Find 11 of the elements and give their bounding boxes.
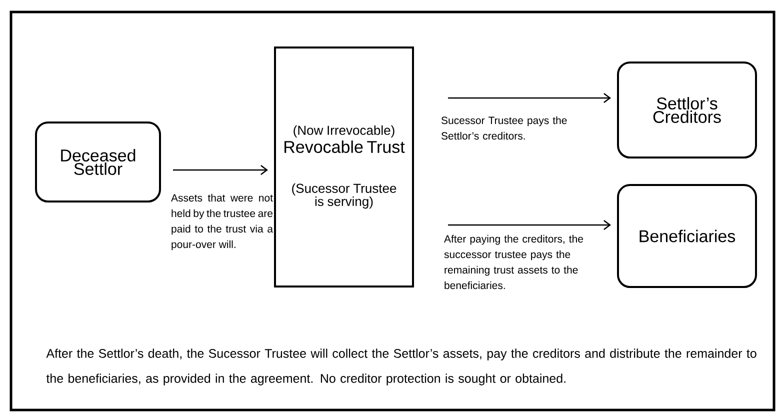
edge-label: Sucessor Trustee pays the Settlor’s creditors. [441, 116, 567, 140]
note: After the Settlor’s death, the Sucessor Trustee will collect the Settlor’s assets, pay the creditors and distribute the remainder to the beneficiaries, as provided in the agreement. No creditor protection is sought or obtained. [46, 348, 756, 386]
rounded-box: Deceased Settlor [35, 122, 161, 202]
arrow [173, 164, 268, 176]
edge-label: Assets that were not held by the trustee are paid to the trust via a pour-over will. [171, 194, 273, 250]
trust-box: (Now Irrevocable) Revocable Trust (Sucessor Trustee is serving) [274, 46, 414, 288]
edge-label: After paying the creditors, the successor trustee pays the remaining trust assets to the beneficiaries. [444, 234, 583, 290]
rounded-box: Beneficiaries [617, 184, 757, 288]
rounded-box: Settlor’s Creditors [617, 62, 757, 158]
arrow [448, 92, 611, 104]
arrow [448, 220, 611, 230]
